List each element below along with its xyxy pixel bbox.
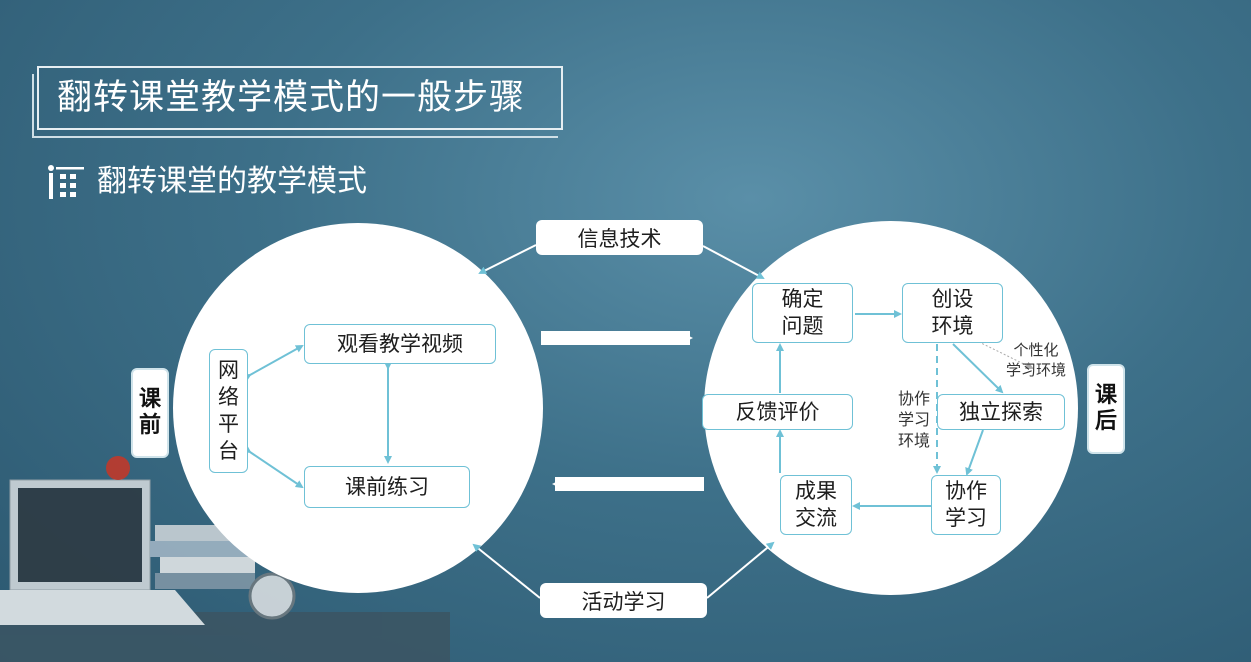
personal-env-note: 个性化 学习环境 <box>1005 341 1066 379</box>
teacher-board-icon <box>48 165 84 199</box>
collab-env-note: 协作 学习 环境 <box>897 389 930 450</box>
network-platform-node: 网 络 平 台 <box>209 349 248 473</box>
independent-explore-node: 独立探索 <box>937 394 1065 430</box>
post-class-label: 课 后 <box>1087 364 1125 454</box>
activity-learning-tag: 活动学习 <box>540 583 707 618</box>
watch-video-node: 观看教学视频 <box>304 324 496 364</box>
pre-exercise-node: 课前练习 <box>304 466 470 508</box>
info-tech-tag: 信息技术 <box>536 220 703 255</box>
slide-title: 翻转课堂教学模式的一般步骤 <box>32 66 563 138</box>
collaborative-learning-node: 协作 学习 <box>931 475 1001 535</box>
feedback-node: 反馈评价 <box>702 394 853 430</box>
section-subtitle: 翻转课堂的教学模式 <box>97 164 367 199</box>
share-results-node: 成果 交流 <box>780 475 852 535</box>
pre-class-label: 课 前 <box>131 368 169 458</box>
create-environment-node: 创设 环境 <box>902 283 1003 343</box>
define-problem-node: 确定 问题 <box>752 283 853 343</box>
